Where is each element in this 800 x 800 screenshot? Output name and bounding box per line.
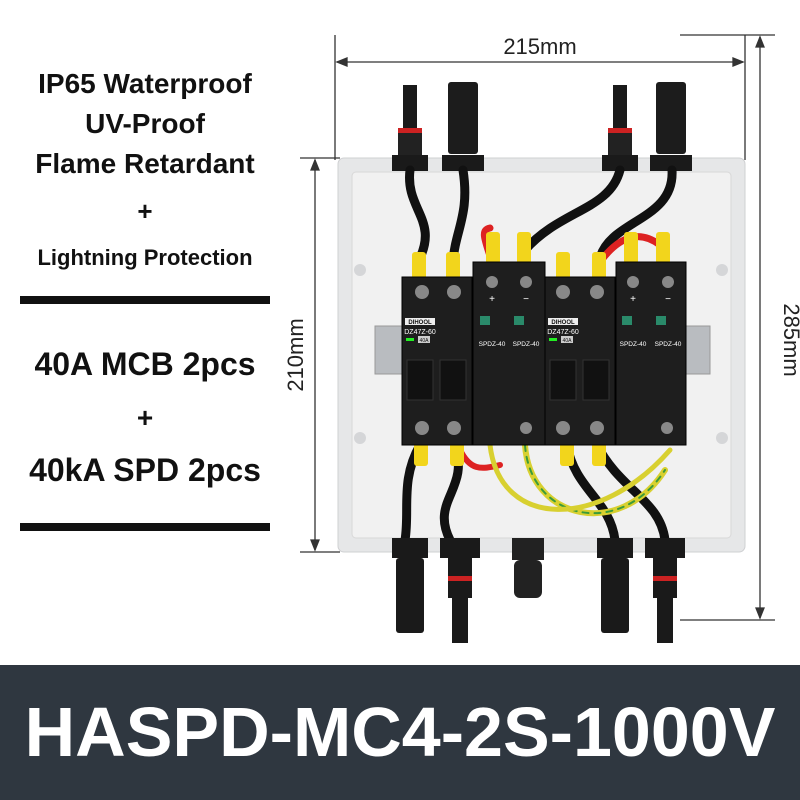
svg-text:+: + bbox=[630, 294, 636, 305]
dimension-height bbox=[300, 157, 340, 553]
feature-lightning-protection: Lightning Protection bbox=[37, 245, 253, 270]
svg-text:SPDZ-40: SPDZ-40 bbox=[479, 341, 506, 348]
dimension-width bbox=[334, 35, 746, 160]
svg-text:DIHOOL: DIHOOL bbox=[408, 320, 432, 326]
combiner-box-illustration: 215mm 210mm 285mm bbox=[283, 34, 800, 643]
svg-text:DZ47Z-60: DZ47Z-60 bbox=[547, 329, 579, 336]
mcb-breaker-2: DIHOOL DZ47Z-60 40A bbox=[544, 276, 616, 446]
plus-sign: + bbox=[137, 196, 153, 226]
total-height-label: 285mm bbox=[779, 303, 800, 376]
spd-module-1: + − SPDZ-40 SPDZ-40 bbox=[472, 261, 546, 446]
mc4-connectors-top bbox=[398, 82, 686, 158]
feature-waterproof: IP65 Waterproof bbox=[38, 68, 252, 99]
cable-gland bbox=[512, 538, 544, 598]
feature-spd: 40kA SPD 2pcs bbox=[29, 452, 261, 488]
svg-text:40A: 40A bbox=[420, 338, 430, 344]
svg-text:−: − bbox=[523, 294, 529, 305]
spd-module-2: + − SPDZ-40 SPDZ-40 bbox=[615, 261, 687, 446]
feature-mcb: 40A MCB 2pcs bbox=[34, 346, 256, 382]
svg-text:DIHOOL: DIHOOL bbox=[551, 320, 575, 326]
mcb-breaker-1: DIHOOL DZ47Z-60 40A bbox=[401, 276, 473, 446]
divider bbox=[20, 523, 270, 531]
svg-text:SPDZ-40: SPDZ-40 bbox=[655, 341, 682, 348]
svg-text:+: + bbox=[489, 294, 495, 305]
svg-text:SPDZ-40: SPDZ-40 bbox=[620, 341, 647, 348]
svg-text:DZ47Z-60: DZ47Z-60 bbox=[404, 329, 436, 336]
divider bbox=[20, 296, 270, 304]
model-number: HASPD-MC4-2S-1000V bbox=[24, 693, 776, 771]
height-label: 210mm bbox=[283, 318, 308, 391]
width-label: 215mm bbox=[503, 34, 576, 59]
dimension-total-height bbox=[680, 34, 775, 621]
svg-text:40A: 40A bbox=[563, 338, 573, 344]
feature-uv-proof: UV-Proof bbox=[85, 108, 205, 139]
svg-text:SPDZ-40: SPDZ-40 bbox=[513, 341, 540, 348]
model-banner: HASPD-MC4-2S-1000V bbox=[0, 665, 800, 800]
feature-flame-retardant: Flame Retardant bbox=[35, 148, 255, 179]
svg-text:−: − bbox=[665, 294, 671, 305]
plus-sign: + bbox=[136, 402, 154, 433]
mc4-connectors-bottom bbox=[392, 538, 685, 643]
